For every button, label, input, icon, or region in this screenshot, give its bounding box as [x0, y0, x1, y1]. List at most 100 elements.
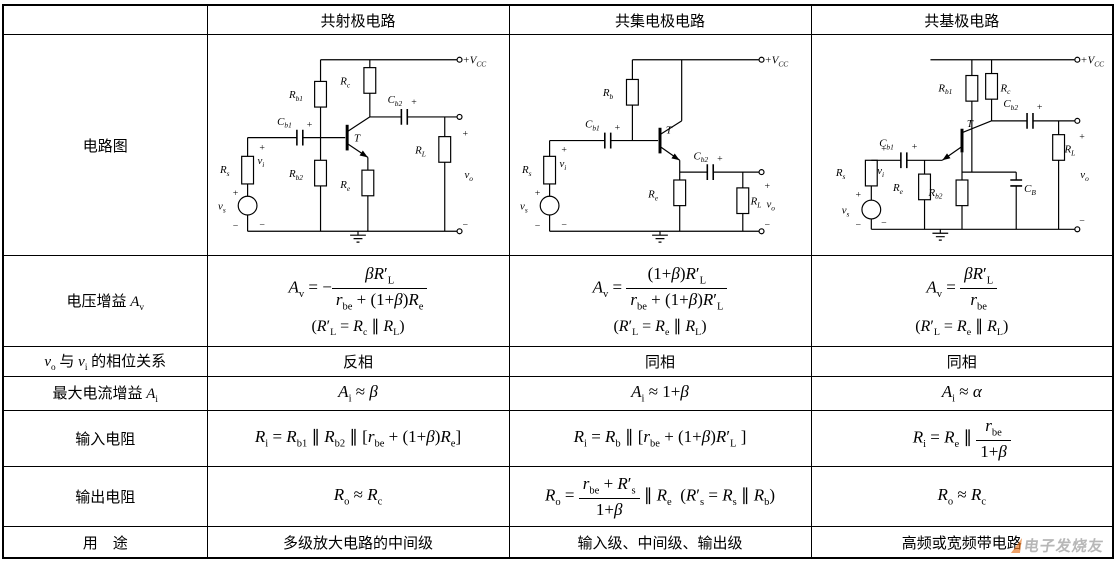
- svg-text:Rb2: Rb2: [927, 186, 942, 200]
- svg-text:Rb1: Rb1: [937, 82, 952, 96]
- svg-text:−: −: [535, 220, 541, 231]
- cell-uses-cc: 输入级、中间级、输出级: [508, 526, 812, 559]
- current-gain-row: 最大电流增益 Ai Ai ≈ β Ai ≈ 1+β Ai ≈ α: [2, 376, 1114, 411]
- terminal-vcc: [456, 56, 463, 63]
- row-label-phase: vo 与 vi 的相位关系: [2, 346, 208, 377]
- resistor-rs: [241, 155, 255, 185]
- cell-uses-cb: 高频或宽频带电路 电子发烧友: [810, 526, 1114, 559]
- cell-phase-cb: 同相: [810, 346, 1114, 377]
- svg-text:Rc: Rc: [339, 75, 351, 89]
- svg-text:T: T: [354, 132, 361, 144]
- terminal-out-top: [456, 113, 463, 120]
- svg-text:Rs: Rs: [835, 167, 846, 181]
- svg-text:Rc: Rc: [999, 82, 1011, 96]
- resistor-rc: [363, 66, 377, 94]
- svg-text:Re: Re: [647, 188, 659, 202]
- svg-text:vo: vo: [464, 169, 473, 183]
- terminal-out-bottom: [758, 227, 765, 234]
- svg-text:+: +: [1037, 102, 1043, 113]
- cell-phase-cc: 同相: [508, 346, 812, 377]
- row-label-input-resistance: 输入电阻: [2, 410, 208, 467]
- svg-text:Rs: Rs: [521, 164, 532, 178]
- svg-text:+: +: [233, 187, 239, 198]
- svg-text:+VCC: +VCC: [462, 54, 486, 68]
- resistor-rs: [543, 155, 557, 185]
- ground-icon: [932, 232, 948, 241]
- svg-text:T: T: [967, 117, 974, 129]
- terminal-vcc: [758, 56, 765, 63]
- svg-text:−: −: [764, 219, 770, 230]
- resistor-rl: [736, 186, 750, 214]
- capacitor-cb2: [1026, 112, 1034, 129]
- row-label-voltage-gain: 电压增益 Av: [2, 255, 208, 347]
- ground-icon: [652, 234, 668, 243]
- svg-text:Cb1: Cb1: [585, 118, 600, 132]
- resistor-rl: [1051, 133, 1065, 161]
- cell-phase-ce: 反相: [206, 346, 510, 377]
- cell-circuit-cb: +VCC Rb1 Rc T Cb1 + Cb2 + Re Rb2 CB RL v…: [810, 34, 1114, 256]
- svg-text:CB: CB: [1024, 182, 1036, 196]
- cell-circuit-ce: +VCC Rb1 Rc Cb1 + Cb2 + T Rb2 Re RL vo +…: [206, 34, 510, 256]
- svg-text:+: +: [535, 187, 541, 198]
- svg-text:+VCC: +VCC: [764, 54, 788, 68]
- svg-text:Cb2: Cb2: [694, 150, 709, 164]
- resistor-rc: [984, 72, 998, 100]
- cc-wires: [549, 58, 761, 235]
- cell-rout-ce: Ro ≈ Rc: [206, 466, 510, 527]
- resistor-rb: [625, 78, 639, 106]
- terminal-out-bottom: [456, 227, 463, 234]
- terminal-out-top: [758, 168, 765, 175]
- svg-text:vs: vs: [218, 200, 226, 214]
- amplifier-comparison-table: 共射极电路 共集电极电路 共基极电路 电路图: [2, 4, 1114, 559]
- svg-text:+: +: [717, 153, 723, 164]
- resistor-rb2: [314, 159, 328, 187]
- terminal-out-bottom: [1074, 225, 1081, 232]
- svg-text:vi: vi: [559, 158, 566, 172]
- source-vs: [861, 199, 882, 220]
- header-common-collector: 共集电极电路: [508, 4, 812, 35]
- svg-text:Cb2: Cb2: [1003, 98, 1018, 112]
- cb-circuit-diagram: +VCC Rb1 Rc T Cb1 + Cb2 + Re Rb2 CB RL v…: [835, 54, 1104, 241]
- svg-text:+: +: [259, 142, 265, 153]
- cc-labels: +VCC Rb Cb1 + T Cb2 + Re RL vo + − Rs vi…: [520, 54, 788, 231]
- svg-text:+: +: [307, 119, 313, 130]
- cell-rin-ce: Ri = Rb1 ∥ Rb2 ∥ [rbe + (1+β)Re]: [206, 410, 510, 467]
- cell-uses-ce: 多级放大电路的中间级: [206, 526, 510, 559]
- svg-text:RL: RL: [750, 195, 762, 209]
- transistor: [942, 128, 964, 160]
- svg-text:−: −: [259, 219, 265, 230]
- capacitor-cb1: [604, 132, 612, 148]
- svg-text:+: +: [911, 141, 917, 152]
- resistor-rl: [438, 135, 452, 163]
- svg-text:Re: Re: [892, 181, 904, 195]
- svg-text:Cb2: Cb2: [388, 94, 403, 108]
- svg-text:vs: vs: [841, 204, 849, 218]
- cb-wires: [870, 58, 1077, 233]
- watermark-icon: [1010, 538, 1023, 553]
- svg-text:+: +: [561, 144, 567, 155]
- svg-text:Rb: Rb: [602, 87, 614, 101]
- svg-text:vo: vo: [766, 198, 775, 212]
- resistor-rb1: [965, 74, 979, 102]
- row-label-output-resistance: 输出电阻: [2, 466, 208, 527]
- svg-text:−: −: [462, 219, 468, 230]
- cc-circuit-diagram: +VCC Rb Cb1 + T Cb2 + Re RL vo + − Rs vi…: [520, 54, 788, 243]
- cb-labels: +VCC Rb1 Rc T Cb1 + Cb2 + Re Rb2 CB RL v…: [835, 54, 1104, 230]
- row-label-uses: 用 途: [2, 526, 208, 559]
- ce-labels: +VCC Rb1 Rc Cb1 + Cb2 + T Rb2 Re RL vo +…: [218, 54, 486, 231]
- svg-text:+: +: [615, 122, 621, 133]
- capacitor-cb1: [296, 129, 304, 145]
- svg-text:RL: RL: [414, 144, 426, 158]
- uses-row: 用 途 多级放大电路的中间级 输入级、中间级、输出级 高频或宽频带电路 电子发烧…: [2, 526, 1114, 559]
- source-vs: [237, 195, 258, 216]
- source-vs: [539, 195, 560, 216]
- resistor-re: [361, 169, 375, 196]
- vgain-cb-note: (R′L = Re ∥ RL): [915, 318, 1009, 339]
